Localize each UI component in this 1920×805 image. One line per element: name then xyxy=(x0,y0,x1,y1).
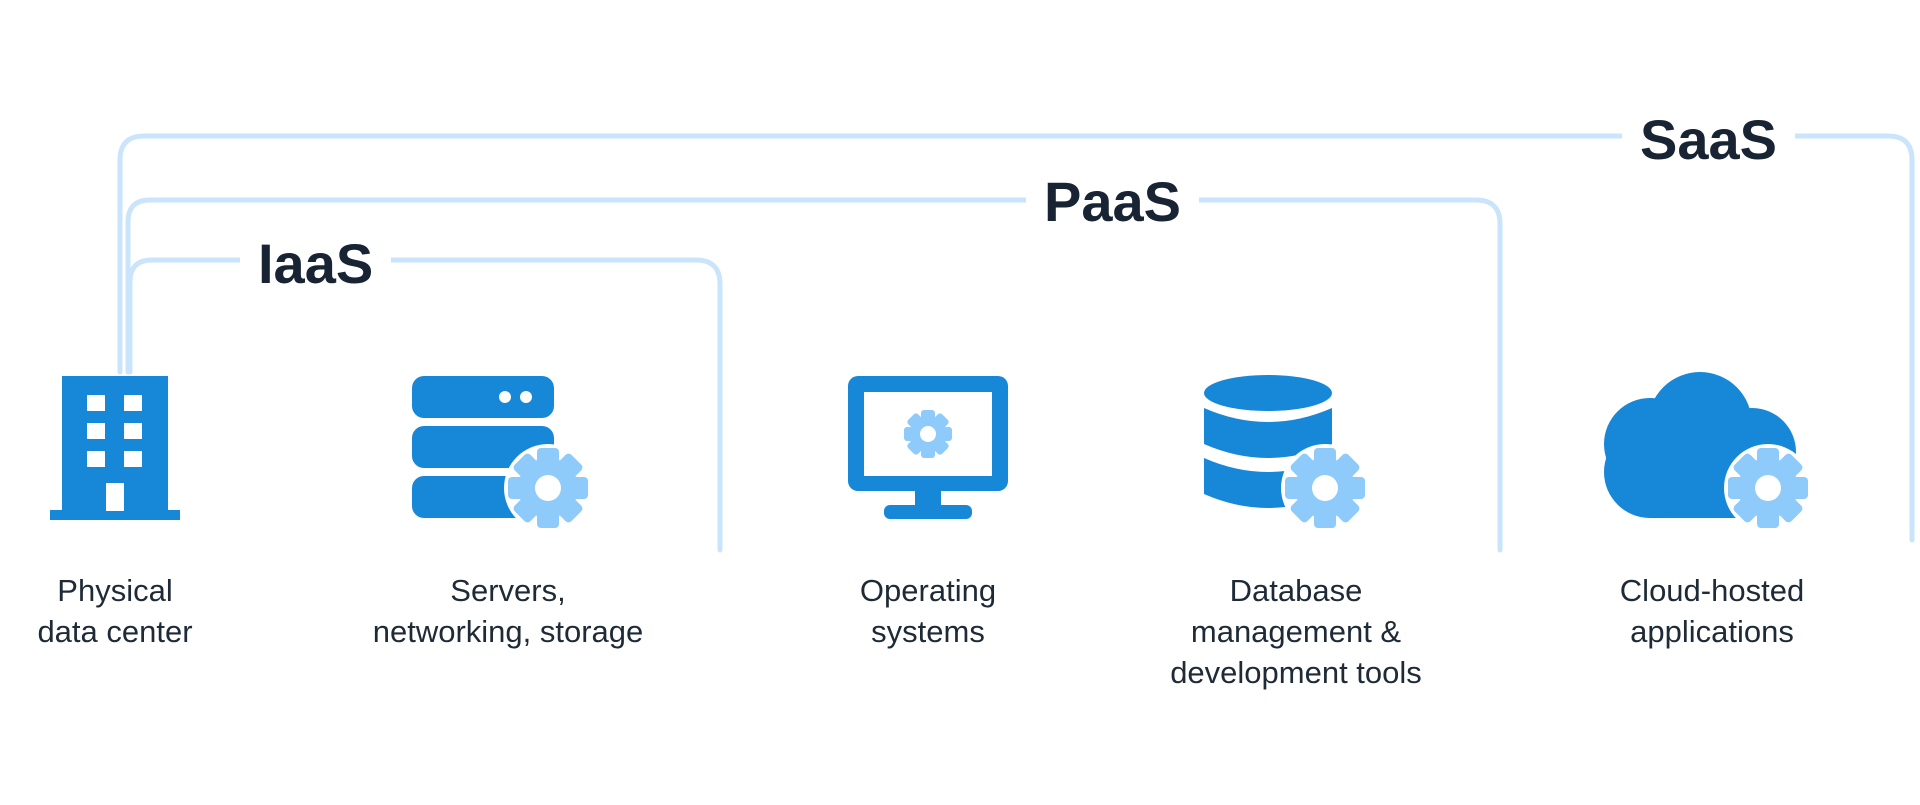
caption-database-tools: Database management & development tools xyxy=(1170,573,1422,690)
database-gear-icon xyxy=(1204,375,1369,532)
iaas-label: IaaS xyxy=(240,236,392,292)
server-gear-icon xyxy=(412,376,592,532)
caption-physical-data-center: Physical data center xyxy=(37,573,193,649)
paas-label: PaaS xyxy=(1026,174,1199,230)
caption-operating-systems: Operating systems xyxy=(859,573,997,649)
caption-servers-networking-storage: Servers, networking, storage xyxy=(372,573,644,649)
caption-cloud-hosted-applications: Cloud-hosted applications xyxy=(1619,573,1805,649)
paas-bracket-line xyxy=(125,197,1503,553)
building-icon xyxy=(50,376,180,520)
saas-label: SaaS xyxy=(1622,112,1795,168)
iaas-bracket-line xyxy=(127,257,723,553)
cloud-gear-cog-icon xyxy=(1724,444,1812,532)
saas-bracket-line xyxy=(117,133,1915,543)
monitor-gear-icon xyxy=(848,376,1008,519)
